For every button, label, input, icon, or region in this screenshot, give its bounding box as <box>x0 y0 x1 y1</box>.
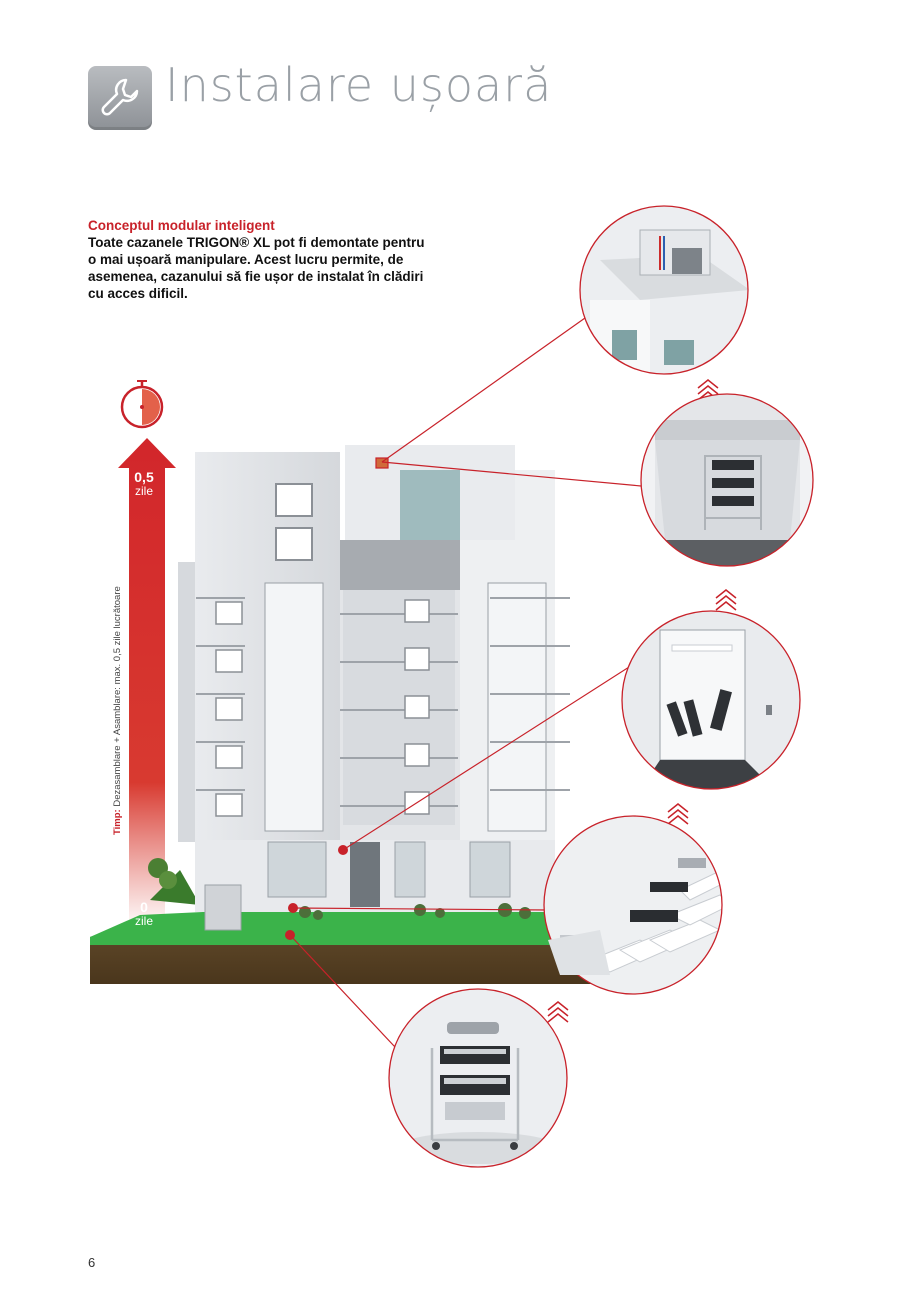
up-chevron-icons <box>547 379 737 1023</box>
time-arrow <box>118 438 176 930</box>
detail-rooftop <box>579 205 749 375</box>
connector-dots <box>285 845 348 940</box>
time-bottom-value: 0 <box>140 899 148 915</box>
connector-lines <box>289 317 642 1048</box>
wrench-icon <box>88 66 152 130</box>
time-caption-text: Dezasamblare + Asamblare: max. 0,5 zile … <box>112 586 123 807</box>
time-top-unit: zile <box>134 484 153 498</box>
page-number: 6 <box>88 1255 96 1270</box>
time-bottom-label: 0 zile <box>118 900 170 928</box>
detail-boiler-room <box>640 393 814 567</box>
page-title: Instalare ușoară <box>165 58 553 112</box>
time-top-value: 0,5 <box>134 469 154 485</box>
time-caption: Timp: Dezasamblare + Asamblare: max. 0,5… <box>112 586 123 835</box>
building <box>178 445 570 931</box>
time-top-label: 0,5 zile <box>118 470 170 498</box>
intro-body: Toate cazanele TRIGON® XL pot fi demonta… <box>88 235 425 301</box>
time-bottom-unit: zile <box>134 914 153 928</box>
detail-corridor <box>621 610 801 790</box>
time-caption-label: Timp: <box>112 809 123 835</box>
stopwatch-icon <box>120 380 164 429</box>
intro-subtitle: Conceptul modular inteligent <box>88 218 275 233</box>
detail-stairs <box>543 815 723 995</box>
detail-transport-cart <box>388 988 568 1168</box>
intro-block: Conceptul modular inteligent Toate cazan… <box>88 217 428 302</box>
ground-floor-extension <box>548 930 610 975</box>
